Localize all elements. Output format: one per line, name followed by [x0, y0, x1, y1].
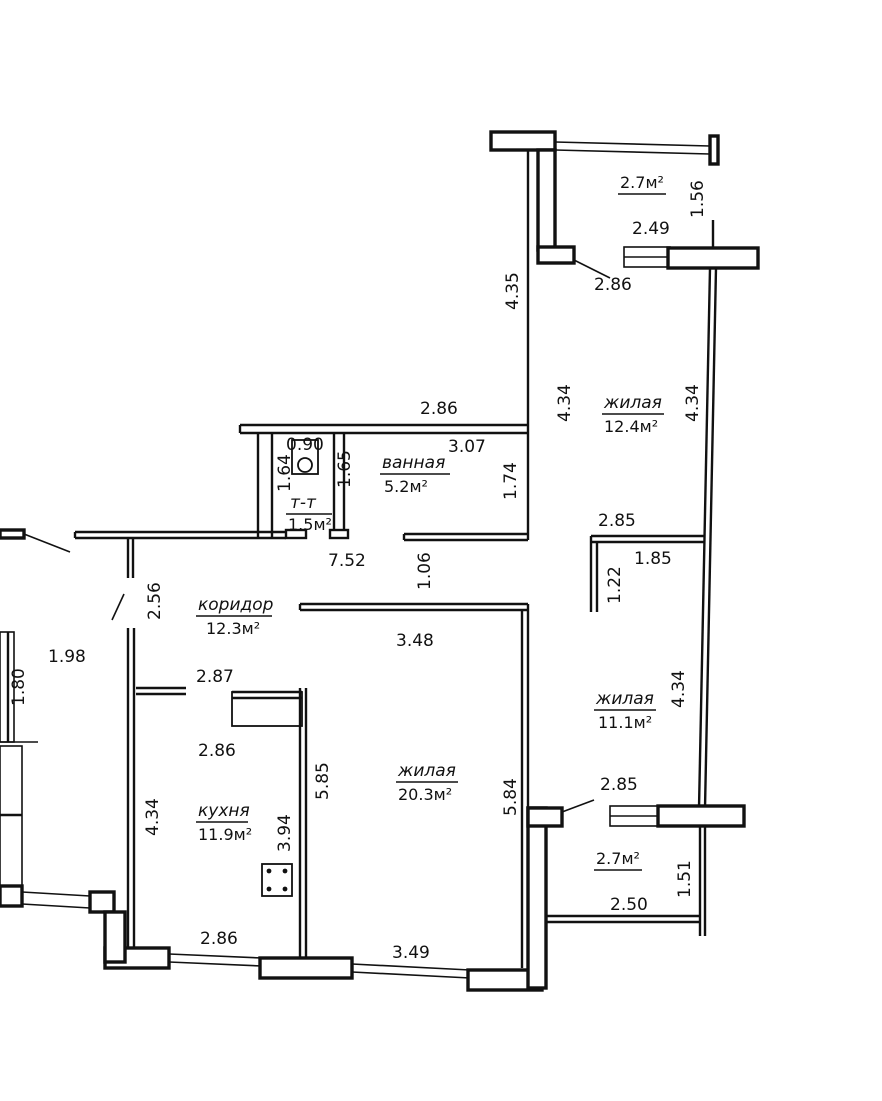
top-balcony-walls — [489, 130, 760, 279]
dimension-label: 1.06 — [415, 552, 435, 590]
dimension-label: 4.34 — [683, 384, 703, 422]
dimension-label: 5.84 — [501, 778, 521, 816]
room-labels: 2.7м² жилая 12.4м² ванная 5.2м² т-т 1.5м… — [196, 173, 666, 871]
dimension-label: 2.86 — [420, 399, 458, 419]
dimension-label: 2.87 — [196, 667, 234, 687]
dimension-label: 2.86 — [594, 275, 632, 295]
dimension-label: 2.86 — [198, 741, 236, 761]
dimension-label: 1.85 — [634, 549, 672, 569]
dimension-label: 2.56 — [145, 582, 165, 620]
room-area-corridor: 12.3м² — [206, 619, 260, 638]
dimension-labels: 1.56 2.49 2.86 4.35 4.34 4.34 2.86 3.07 … — [9, 180, 708, 963]
dimension-label: 4.34 — [143, 798, 163, 836]
wc-toilet — [291, 439, 319, 475]
dimension-label: 1.22 — [605, 566, 625, 604]
dimension-label: 2.85 — [598, 511, 636, 531]
room-name-living-3: жилая — [397, 761, 456, 781]
apartment-walls — [73, 150, 718, 992]
room-name-wc: т-т — [290, 493, 317, 513]
dimension-label: 1.65 — [335, 450, 355, 488]
room-name-kitchen: кухня — [198, 801, 250, 821]
kitchen-stove — [261, 863, 293, 897]
room-area-kitchen: 11.9м² — [198, 825, 252, 844]
dimension-label: 2.49 — [632, 219, 670, 239]
dimension-label: 1.74 — [501, 462, 521, 500]
dimension-label: 2.86 — [200, 929, 238, 949]
room-area-wc: 1.5м² — [288, 515, 332, 534]
room-area-balcony-bottom: 2.7м² — [596, 849, 640, 868]
dimension-label: 1.98 — [48, 647, 86, 667]
dimension-label: 0.90 — [286, 435, 324, 455]
dimension-label: 3.94 — [275, 814, 295, 852]
room-area-living-1: 12.4м² — [604, 417, 658, 436]
dimension-label: 7.52 — [328, 551, 366, 571]
room-name-living-2: жилая — [595, 689, 654, 709]
room-area-balcony-top: 2.7м² — [620, 173, 664, 192]
dimension-label: 3.48 — [396, 631, 434, 651]
room-area-bath: 5.2м² — [384, 477, 428, 496]
room-area-living-2: 11.1м² — [598, 713, 652, 732]
dimension-label: 2.85 — [600, 775, 638, 795]
room-name-corridor: коридор — [198, 595, 274, 615]
dimension-label: 4.34 — [555, 384, 575, 422]
dimension-label: 1.56 — [688, 180, 708, 218]
dimension-label: 1.51 — [675, 860, 695, 898]
dimension-label: 1.64 — [275, 454, 295, 492]
dimension-label: 4.35 — [503, 272, 523, 310]
left-neighbour-fragment — [0, 528, 116, 914]
dimension-label: 3.07 — [448, 437, 486, 457]
room-area-living-3: 20.3м² — [398, 785, 452, 804]
bottom-balcony-walls — [546, 799, 746, 936]
room-name-living-1: жилая — [603, 393, 662, 413]
dimension-label: 5.85 — [313, 762, 333, 800]
room-name-bath: ванная — [382, 453, 445, 473]
dimension-label: 2.50 — [610, 895, 648, 915]
dimension-label: 4.34 — [669, 670, 689, 708]
dimension-label: 1.80 — [9, 668, 29, 706]
dimension-label: 3.49 — [392, 943, 430, 963]
